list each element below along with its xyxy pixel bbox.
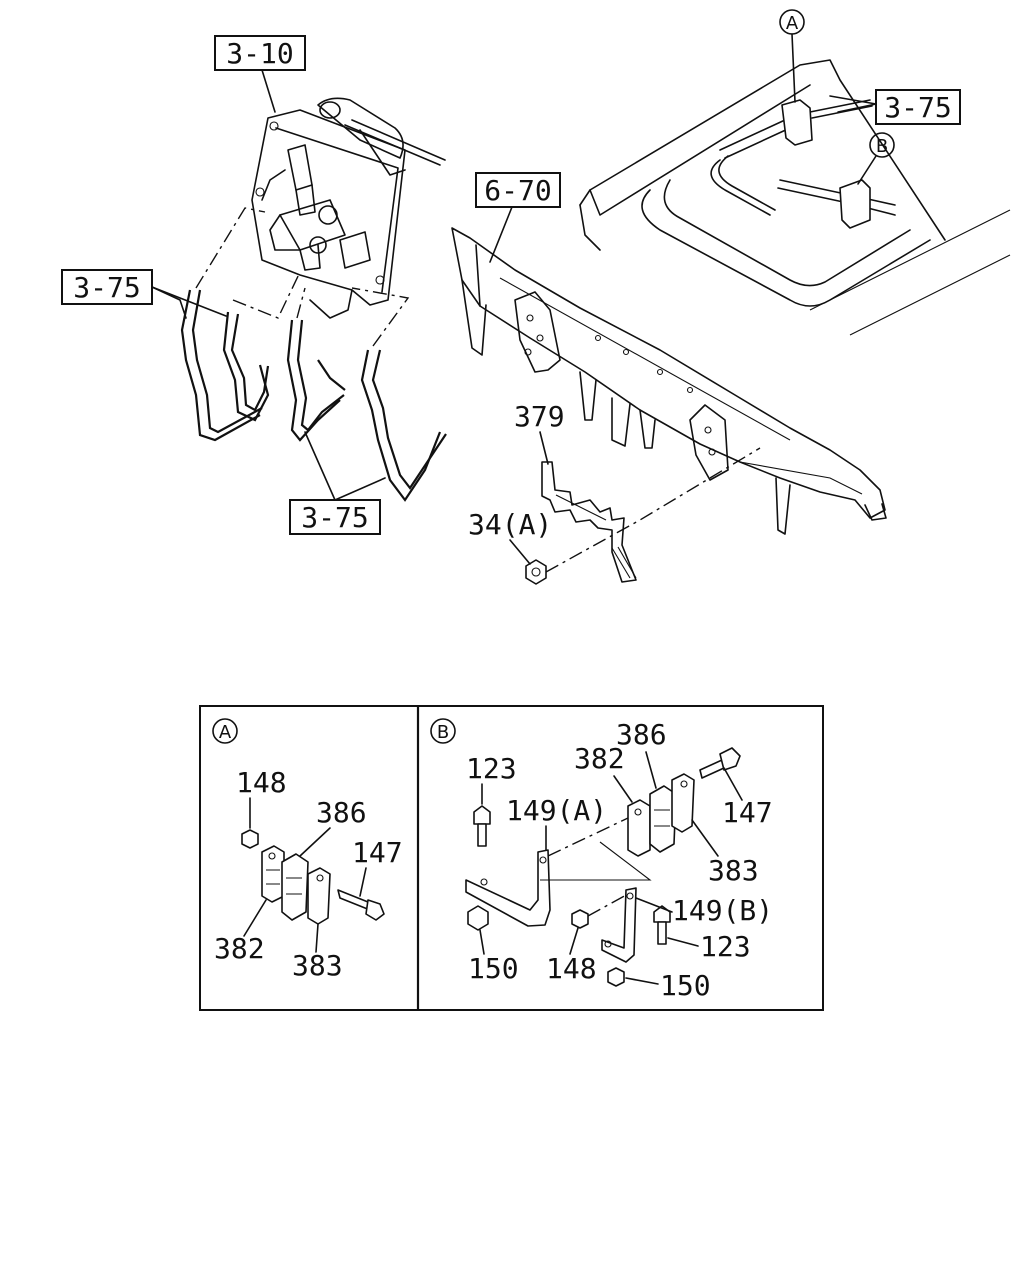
callout-6-70-text: 6-70: [484, 174, 551, 207]
detail-b-clamp-383: [671, 773, 695, 833]
detail-b-nut-150-right: [607, 967, 625, 987]
detail-a-clamp-386: [281, 853, 309, 921]
detail-a-panel: A 148 386 147 382 383: [212, 718, 403, 982]
callout-3-10-text: 3-10: [226, 37, 293, 70]
detail-b-panel: B 123 382: [430, 718, 773, 1002]
leader-379: [539, 431, 549, 465]
label-34a: 34(A): [468, 508, 552, 541]
dashed-mount-line: [545, 447, 761, 573]
label-a-386: 386: [316, 796, 367, 829]
marker-b-top: B: [857, 132, 895, 185]
cross-member-frame: [451, 227, 887, 535]
detail-a-clamp-383: [307, 867, 331, 925]
detail-a-clamp-382: [261, 845, 285, 903]
label-b-150-left: 150: [468, 952, 519, 985]
label-b-148: 148: [546, 952, 597, 985]
callout-3-75-right-text: 3-75: [884, 91, 951, 124]
label-a-147: 147: [352, 836, 403, 869]
label-b-123-top: 123: [466, 752, 517, 785]
label-b-123-bottom: 123: [700, 930, 751, 963]
detail-b-nut-148: [571, 909, 589, 929]
detail-b-clamp-386: [649, 785, 677, 853]
label-b-149a: 149(A): [506, 794, 607, 827]
detail-a-nut-148: [241, 829, 259, 849]
bracket-379: [541, 461, 637, 583]
label-379: 379: [514, 400, 565, 433]
label-a-382: 382: [214, 932, 265, 965]
detail-b-clamp-382: [627, 799, 651, 857]
label-b-150-right: 150: [660, 969, 711, 1002]
callout-3-75-left: 3-75: [61, 269, 227, 319]
callout-3-75-bottom-text: 3-75: [301, 501, 368, 534]
marker-b-top-text: B: [876, 136, 888, 157]
label-b-386: 386: [616, 718, 667, 751]
pedal-bracket-assembly: [251, 97, 446, 319]
hose-group-middle: [286, 287, 447, 502]
nut-34a: [525, 559, 547, 585]
callout-3-75-left-text: 3-75: [73, 271, 140, 304]
leader-34a: [509, 539, 531, 565]
detail-b-nut-150-left: [467, 905, 489, 931]
label-b-383: 383: [708, 854, 759, 887]
label-a-383: 383: [292, 949, 343, 982]
label-b-382: 382: [574, 742, 625, 775]
marker-a-top-text: A: [786, 13, 799, 34]
detail-a-marker: A: [219, 722, 232, 743]
label-b-147: 147: [722, 796, 773, 829]
label-a-148: 148: [236, 766, 287, 799]
marker-a-top: A: [779, 9, 805, 103]
callout-3-75-bottom: 3-75: [289, 431, 386, 535]
label-b-149b: 149(B): [672, 894, 773, 927]
hose-group-left: [180, 207, 301, 442]
detail-b-bolt-123-top: [473, 805, 491, 825]
cab-floor-panel: [579, 59, 1011, 336]
callout-3-10: 3-10: [214, 35, 306, 113]
callout-3-75-right: 3-75: [829, 89, 961, 125]
callout-6-70: 6-70: [475, 172, 561, 263]
detail-panels-frame: [199, 705, 824, 1011]
detail-b-marker: B: [437, 722, 449, 743]
